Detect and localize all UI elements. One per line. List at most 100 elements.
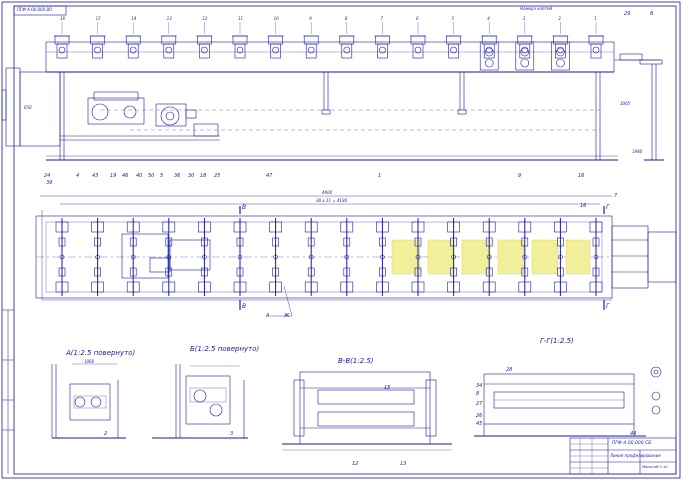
plan-stand: [162, 218, 176, 296]
cut-mark-g-bottom: Г: [606, 303, 610, 310]
callout-b-3: 3: [230, 431, 234, 437]
top-callout: 29: [624, 11, 631, 17]
plan-callout: 16: [580, 203, 587, 209]
elevation-stand: 11: [232, 16, 248, 59]
elevation-stand: 16: [54, 16, 70, 59]
plan-overall-dim: 4900: [322, 190, 333, 195]
title-block: [569, 437, 677, 475]
elevation-stand: 13: [160, 16, 177, 59]
gg-callout: 28: [506, 367, 513, 373]
strip-highlight: [391, 239, 591, 275]
vv-callout: 12: [352, 461, 359, 467]
stand-number-label: 9: [309, 16, 312, 21]
elevation-stand: 7: [374, 16, 391, 59]
vv-callout: 15: [384, 385, 391, 391]
driven-stand-roll: [484, 58, 494, 68]
elevation-callout: 18: [200, 173, 207, 179]
elevation-callout: 30: [188, 173, 195, 179]
gg-callout: 8: [476, 391, 480, 397]
plan-stands: [55, 218, 603, 296]
elevation-stand: 8: [338, 16, 355, 59]
elevation-callout: 19: [110, 173, 117, 179]
stand-number-label: 10: [274, 16, 280, 21]
gg-callout: 44: [630, 431, 637, 437]
section-a-title: А(1:2.5 повернуто): [66, 349, 136, 357]
cut-mark-g-top: Г: [606, 204, 610, 211]
dim-a: 1060: [84, 359, 95, 364]
stand-number-label: 2: [558, 16, 561, 21]
stand-number-label: 12: [202, 16, 208, 21]
driven-stand-roll: [484, 47, 494, 57]
elevation-stand: 2: [552, 16, 569, 59]
vv-callout: 13: [400, 461, 407, 467]
elevation-callout: 39: [46, 180, 53, 186]
code-box-text: ПГФ-А.00.000 ВО: [17, 7, 53, 12]
elevation-stand: 5: [445, 16, 462, 59]
stand-number-label: 8: [345, 16, 348, 21]
stamp-sheet: Масштаб 1:10: [642, 465, 668, 469]
stand-header-note: Номера клетей: [520, 6, 553, 11]
stand-number-label: 14: [131, 16, 137, 21]
top-callout: 8: [650, 11, 654, 17]
stand-number-label: 13: [167, 16, 173, 21]
dim-h2: 1065: [620, 101, 631, 106]
plan-stand: [198, 218, 211, 296]
elevation-callout: 46: [122, 173, 129, 179]
elevation-callout: 16: [578, 173, 585, 179]
elevation-stand: 12: [196, 16, 213, 59]
cut-mark-a: А: [266, 313, 270, 319]
elevation-callout: 47: [266, 173, 273, 179]
stand-number-label: 11: [238, 16, 243, 21]
plan-stand: [233, 218, 247, 296]
plan-stand: [376, 218, 389, 296]
plan-stand: [269, 218, 282, 296]
stand-number-label: 7: [380, 16, 383, 21]
elevation-callout: 4: [76, 173, 80, 179]
gg-callout: 45: [476, 421, 483, 427]
elevation-callout: 43: [92, 173, 99, 179]
elevation-stand: 9: [303, 16, 320, 59]
driven-stand-roll: [556, 58, 565, 68]
section-vv-title: В-В(1:2.5): [338, 357, 374, 365]
elevation-callout: 1: [378, 173, 382, 179]
stand-number-label: 16: [60, 16, 66, 21]
stamp-title: Линия профилирования: [610, 453, 661, 458]
plan-stand: [126, 218, 140, 296]
stand-number-label: 5: [452, 16, 455, 21]
elevation-stand: 1: [588, 16, 604, 59]
cut-mark-zh: Ж: [284, 313, 290, 319]
gg-callout: 26: [476, 413, 483, 419]
driven-stand-housing: [479, 41, 499, 71]
gg-callout: 27: [476, 401, 483, 407]
stand-number-label: 6: [416, 16, 419, 21]
elevation-callout: 25: [214, 173, 221, 179]
plan-stand: [55, 218, 69, 296]
plan-stand: [589, 218, 603, 296]
plan-stand: [447, 218, 460, 296]
section-b-title: Б(1:2.5 повернуто): [190, 345, 260, 353]
elevation-stand: 10: [267, 16, 284, 59]
elevation-stand: 6: [410, 16, 426, 59]
plan-stand: [411, 218, 425, 296]
stamp-code: ПГФ-А.00.000 СБ: [612, 441, 652, 446]
elevation-stand: 4: [481, 16, 498, 59]
elevation-callout: 36: [174, 173, 181, 179]
plan-stand: [518, 218, 532, 296]
elevation-callout: 50: [148, 173, 155, 179]
elevation-callout: 5: [160, 173, 164, 179]
stand-number-label: 4: [487, 16, 490, 21]
cut-mark-b-top: В: [242, 204, 247, 211]
code-box: [13, 5, 67, 16]
stand-number-label: 1: [594, 16, 597, 21]
section-gg-title: Г-Г(1:2.5): [540, 337, 574, 345]
section-vv-view: [282, 371, 452, 451]
stand-number-label: 3: [523, 16, 526, 21]
plan-callout: 7: [614, 193, 618, 199]
plan-stand: [91, 218, 104, 296]
driven-stand-roll: [556, 47, 565, 57]
section-b-view: [152, 364, 248, 439]
plan-stand: [554, 218, 567, 296]
